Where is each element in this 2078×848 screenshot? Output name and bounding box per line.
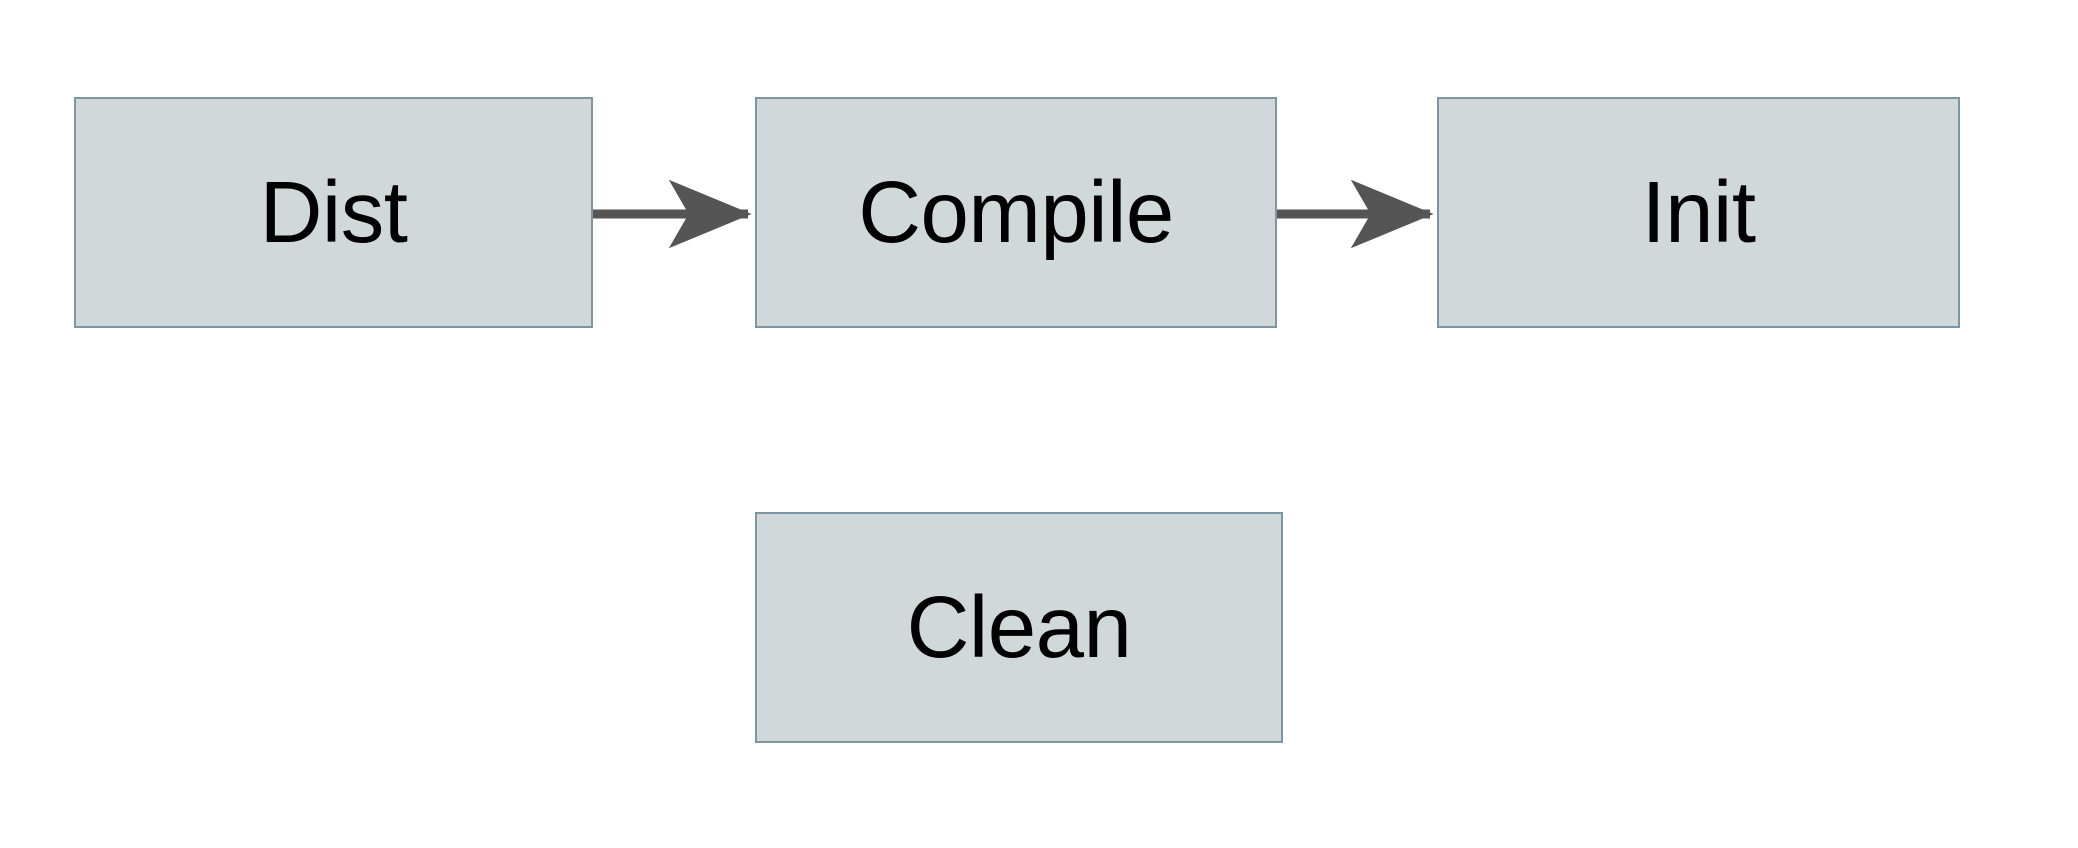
node-clean[interactable]: Clean xyxy=(755,512,1283,743)
node-dist-label: Dist xyxy=(259,164,408,261)
node-init[interactable]: Init xyxy=(1437,97,1960,328)
node-clean-label: Clean xyxy=(906,579,1132,676)
node-dist[interactable]: Dist xyxy=(74,97,593,328)
node-compile-label: Compile xyxy=(858,164,1174,261)
node-compile[interactable]: Compile xyxy=(755,97,1277,328)
node-init-label: Init xyxy=(1641,164,1756,261)
